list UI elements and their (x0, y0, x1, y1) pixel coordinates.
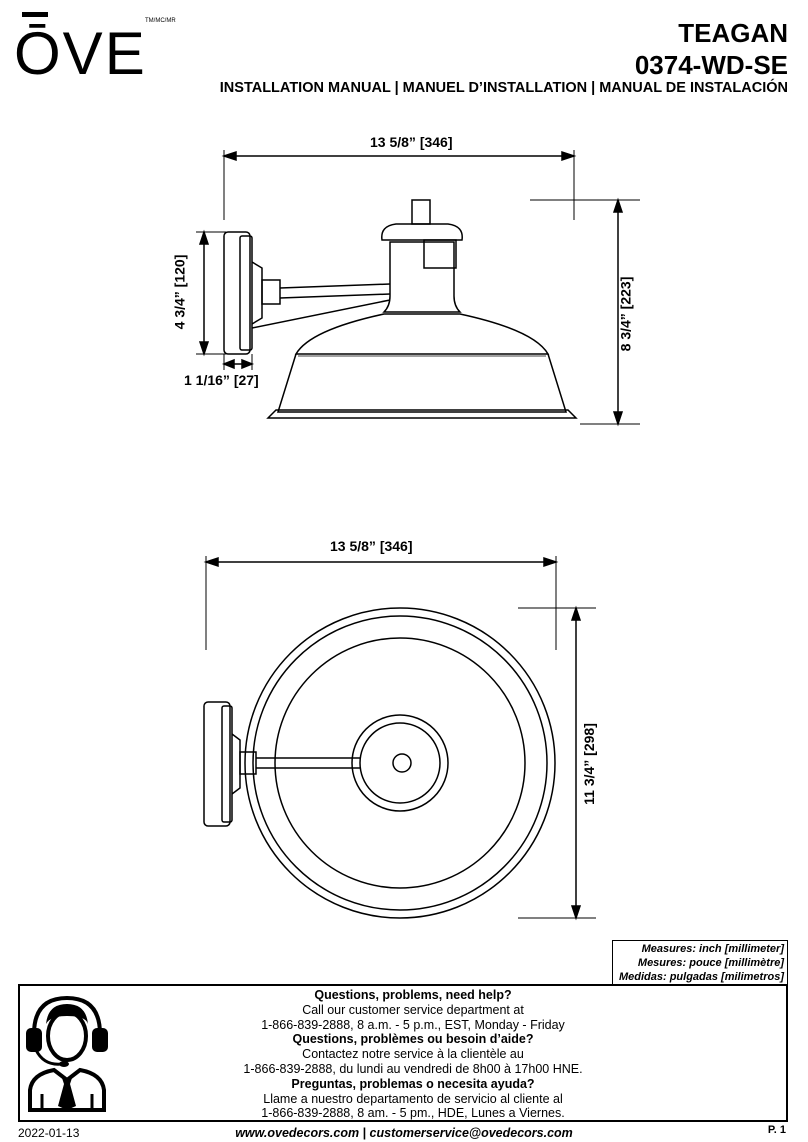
help-line-8: Llame a nuestro departamento de servicio… (263, 1091, 563, 1106)
help-line-2: Call our customer service department at (302, 1002, 524, 1017)
brand-logo: ŌVE (14, 20, 147, 87)
customer-service-text: Questions, problems, need help? Call our… (150, 988, 676, 1121)
help-line-9: 1-866-839-2888, 8 am. - 5 pm., HDE, Lune… (261, 1106, 565, 1121)
logo-macron (22, 12, 48, 17)
help-line-1: Questions, problems, need help? (314, 988, 512, 1002)
plate-depth-label: 1 1/16” [27] (184, 372, 259, 388)
help-line-4: Questions, problèmes ou besoin d’aide? (292, 1032, 534, 1047)
side-width-label: 13 5/8” [346] (370, 134, 453, 150)
help-line-7: Preguntas, problemas o necesita ayuda? (291, 1076, 535, 1091)
footer-date: 2022-01-13 (18, 1126, 80, 1140)
help-line-3: 1-866-839-2888, 8 a.m. - 5 p.m., EST, Mo… (261, 1017, 565, 1032)
side-height-label: 8 3/4” [223] (617, 276, 634, 352)
measures-es: Medidas: pulgadas [milimetros] (618, 971, 784, 983)
footer-website[interactable]: www.ovedecors.com | customerservice@oved… (235, 1126, 573, 1140)
model-number: 0374-WD-SE (634, 50, 788, 80)
measures-en: Measures: inch [millimeter] (641, 943, 784, 955)
trademark-mark: TM/MC/MR (145, 18, 176, 24)
measures-fr: Mesures: pouce [millimètre] (637, 957, 784, 969)
front-view-drawing (203, 556, 596, 921)
front-width-label: 13 5/8” [346] (330, 538, 413, 554)
manual-subtitle: INSTALLATION MANUAL | MANUEL D’INSTALLAT… (219, 80, 788, 96)
side-view-drawing (196, 150, 640, 427)
help-line-6: 1-866-839-2888, du lundi au vendredi de … (243, 1061, 583, 1076)
plate-height-label: 4 3/4” [120] (171, 254, 188, 330)
measures-legend: Measures: inch [millimeter] Mesures: pou… (612, 940, 788, 986)
page-number: P. 1 (767, 1124, 786, 1136)
front-height-label: 11 3/4” [298] (580, 723, 597, 805)
product-name: TEAGAN (678, 18, 788, 48)
customer-service-box (18, 984, 788, 1122)
help-line-5: Contactez notre service à la clientèle a… (302, 1047, 524, 1062)
headset-agent-icon (26, 995, 108, 1112)
